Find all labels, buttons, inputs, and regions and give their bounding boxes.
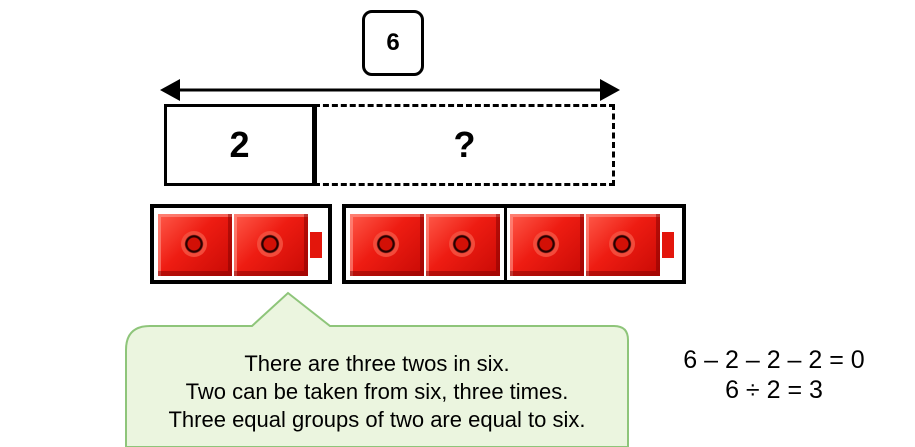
repeated-subtraction-equation: 6 – 2 – 2 – 2 = 0 [640, 345, 908, 375]
division-equation: 6 ÷ 2 = 3 [640, 375, 908, 405]
callout-line: There are three twos in six. [126, 350, 628, 378]
callout-line: Two can be taken from six, three times. [126, 378, 628, 406]
equations: 6 – 2 – 2 – 2 = 0 6 ÷ 2 = 3 [640, 345, 908, 405]
callout-text: There are three twos in six. Two can be … [126, 350, 628, 434]
callout-line: Three equal groups of two are equal to s… [126, 406, 628, 434]
